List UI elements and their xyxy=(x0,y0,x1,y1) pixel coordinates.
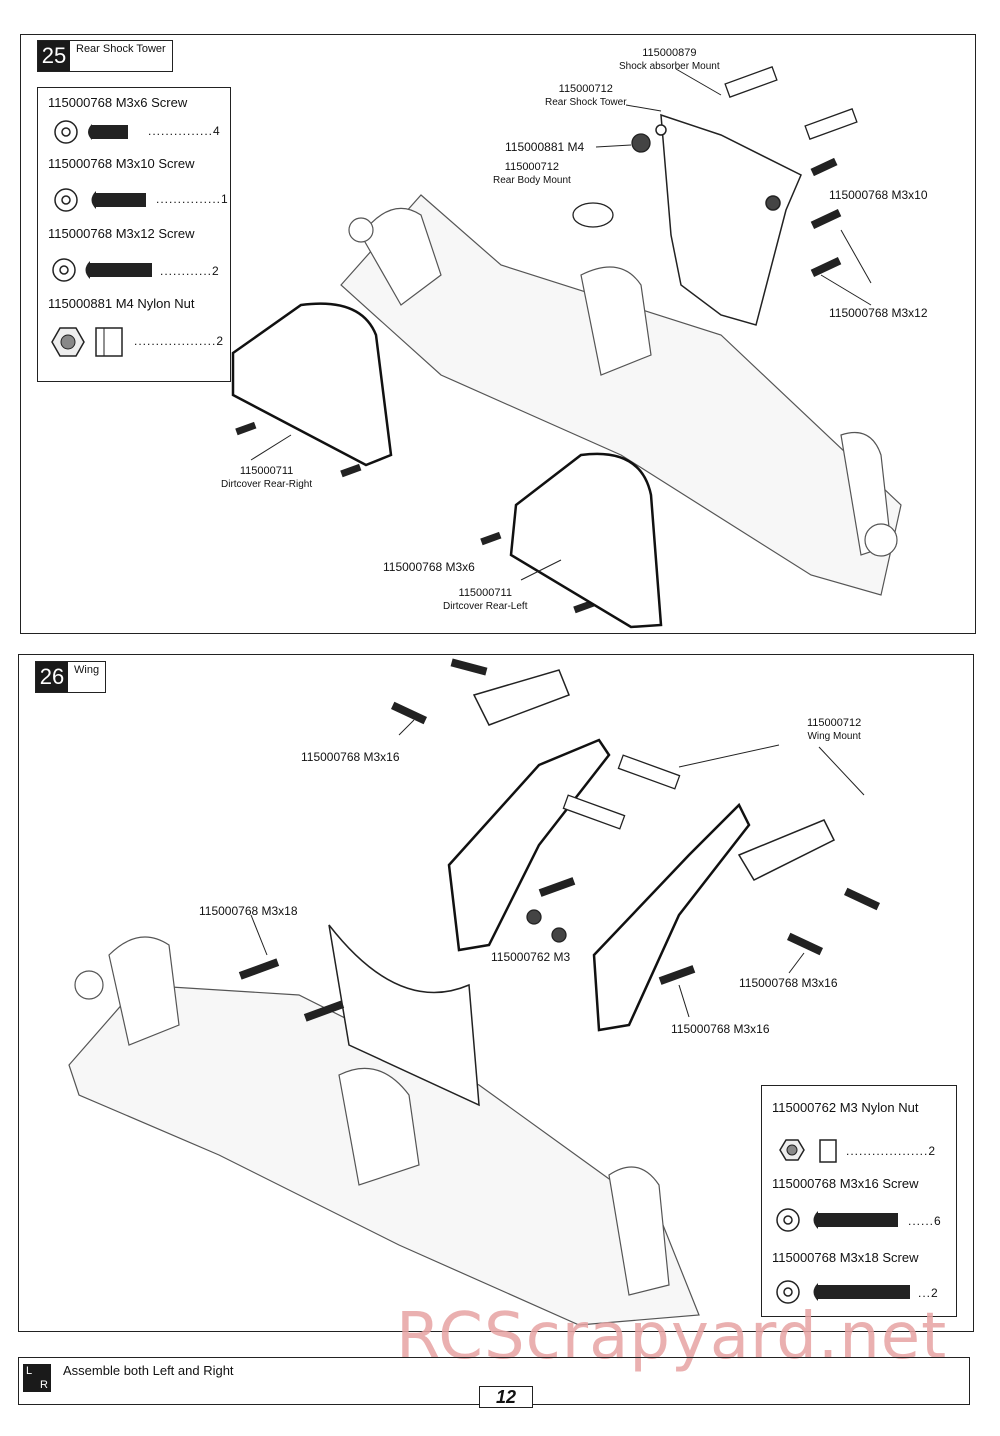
part-name: 115000762 M3 Nylon Nut xyxy=(772,1100,919,1115)
part-name: 115000768 M3x12 Screw xyxy=(48,226,195,241)
parts-icons xyxy=(51,120,152,357)
washer-icon xyxy=(52,258,76,282)
label-m3x6: 115000768 M3x6 xyxy=(383,560,475,574)
screws xyxy=(238,658,881,1022)
label-m3-nut: 115000762 M3 xyxy=(491,950,571,964)
part-qty: ...............1 xyxy=(156,192,229,206)
part-qty: ...................2 xyxy=(846,1144,937,1158)
nut-side-icon xyxy=(95,327,123,357)
part-name: 115000768 M3x10 Screw xyxy=(48,156,195,171)
step-26-diagram xyxy=(68,658,881,1326)
screw-icon xyxy=(813,1211,818,1229)
footer: L R Assemble both Left and Right 12 xyxy=(18,1357,970,1408)
page-number: 12 xyxy=(479,1386,533,1408)
step-26-parts-list: 115000762 M3 Nylon Nut .................… xyxy=(761,1085,957,1317)
part-name: 115000768 M3x6 Screw xyxy=(48,95,188,110)
label-m3x12: 115000768 M3x12 xyxy=(829,306,928,320)
step-26-panel: 26 Wing xyxy=(18,654,974,1332)
part-name: 115000881 M4 Nylon Nut xyxy=(48,296,195,311)
label-wing-mount: 115000712 Wing Mount xyxy=(807,717,862,742)
nut-side-icon xyxy=(819,1139,837,1163)
step-25-parts-list: 115000768 M3x6 Screw ...............4 11… xyxy=(37,87,231,382)
footer-instruction: Assemble both Left and Right xyxy=(63,1363,234,1378)
dirtcover-right xyxy=(231,302,393,467)
part-qty: ...............4 xyxy=(148,124,221,138)
part-qty: ......6 xyxy=(908,1214,942,1228)
wing-mount-top-right xyxy=(737,819,836,881)
label-rear-shock-tower: 115000712 Rear Shock Tower xyxy=(545,83,627,108)
label-m3x16-right: 115000768 M3x16 xyxy=(739,976,838,990)
washer-icon xyxy=(776,1280,800,1304)
label-m3x10: 115000768 M3x10 xyxy=(829,188,928,202)
step-25-number: 25 xyxy=(38,41,70,71)
step-25-diagram xyxy=(231,66,902,629)
part-name: 115000768 M3x16 Screw xyxy=(772,1176,919,1191)
washer-icon xyxy=(54,188,78,212)
part-name: 115000768 M3x18 Screw xyxy=(772,1250,919,1265)
shock-tower xyxy=(655,113,802,326)
screws xyxy=(235,157,842,614)
parts-icons xyxy=(776,1139,910,1304)
part-qty: ............2 xyxy=(160,264,220,278)
label-rear-body-mount: 115000712 Rear Body Mount xyxy=(493,161,571,186)
part-qty: ...................2 xyxy=(134,334,225,348)
label-m3x16-top: 115000768 M3x16 xyxy=(301,750,400,764)
label-dirtcover-right: 115000711 Dirtcover Rear-Right xyxy=(221,465,313,490)
label-m3x16-bottom: 115000768 M3x16 xyxy=(671,1022,770,1036)
screw-icon xyxy=(813,1283,818,1301)
step-26-header: 26 Wing xyxy=(35,661,107,693)
step-26-number: 26 xyxy=(36,662,68,692)
watermark: RCScrapyard.net xyxy=(396,1300,948,1374)
label-m3x18: 115000768 M3x18 xyxy=(199,904,298,918)
left-right-icon: L R xyxy=(23,1364,51,1392)
washer-icon xyxy=(776,1208,800,1232)
step-25-title: Rear Shock Tower xyxy=(76,43,166,55)
step-25-header: 25 Rear Shock Tower xyxy=(37,40,173,72)
part-qty: ...2 xyxy=(918,1286,939,1300)
washer-icon xyxy=(54,120,78,144)
label-dirtcover-left: 115000711 Dirtcover Rear-Left xyxy=(443,587,528,612)
step-25-panel: 25 Rear Shock Tower 115000768 M3x6 Screw xyxy=(20,34,976,634)
wing-mount xyxy=(447,738,751,1032)
screw-icon xyxy=(85,261,90,279)
screw-icon xyxy=(91,191,96,209)
label-shock-mount: 115000879 Shock absorber Mount xyxy=(619,47,720,72)
screw-icon xyxy=(88,124,92,140)
wing-mount-top-left xyxy=(472,669,570,726)
shock-mount-parts xyxy=(572,66,858,228)
step-26-title: Wing xyxy=(74,664,100,676)
label-m4-nut: 115000881 M4 xyxy=(505,140,585,154)
dirtcover-left xyxy=(509,452,663,629)
